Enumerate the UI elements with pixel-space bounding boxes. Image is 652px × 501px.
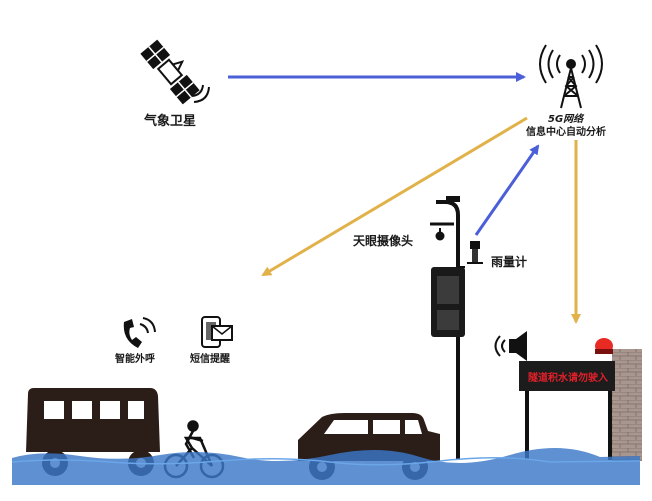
street-pole <box>430 196 465 460</box>
warning-sign-board <box>519 361 615 460</box>
arrow-rain-to-center <box>474 144 540 236</box>
sms-alert-label: 短信提醒 <box>190 354 230 365</box>
satellite-signal-wave <box>193 86 210 103</box>
signal-tower-icon <box>539 44 603 109</box>
5g-network-label: 5G网络 <box>548 114 584 125</box>
camera-icon <box>435 228 445 241</box>
phone-call-icon <box>123 317 156 348</box>
warning-sign-text: 隧道积水请勿驶入 <box>528 373 608 384</box>
flood-water <box>11 447 641 485</box>
satellite-icon <box>140 39 200 105</box>
arrow-center-to-alerts <box>261 116 528 277</box>
brick-wall <box>612 349 642 461</box>
speaker-icon <box>494 331 527 361</box>
satellite-signal-wave <box>191 84 204 97</box>
rain-gauge-icon <box>458 241 483 268</box>
smart-call-label: 智能外呼 <box>115 354 155 365</box>
info-center-label: 信息中心自动分析 <box>526 127 606 138</box>
alarm-light-icon <box>595 338 613 354</box>
rain-gauge-label: 雨量计 <box>491 255 528 269</box>
sms-phone-icon <box>201 316 233 348</box>
satellite-label: 气象卫星 <box>144 114 197 129</box>
camera-label: 天眼摄像头 <box>353 234 414 248</box>
